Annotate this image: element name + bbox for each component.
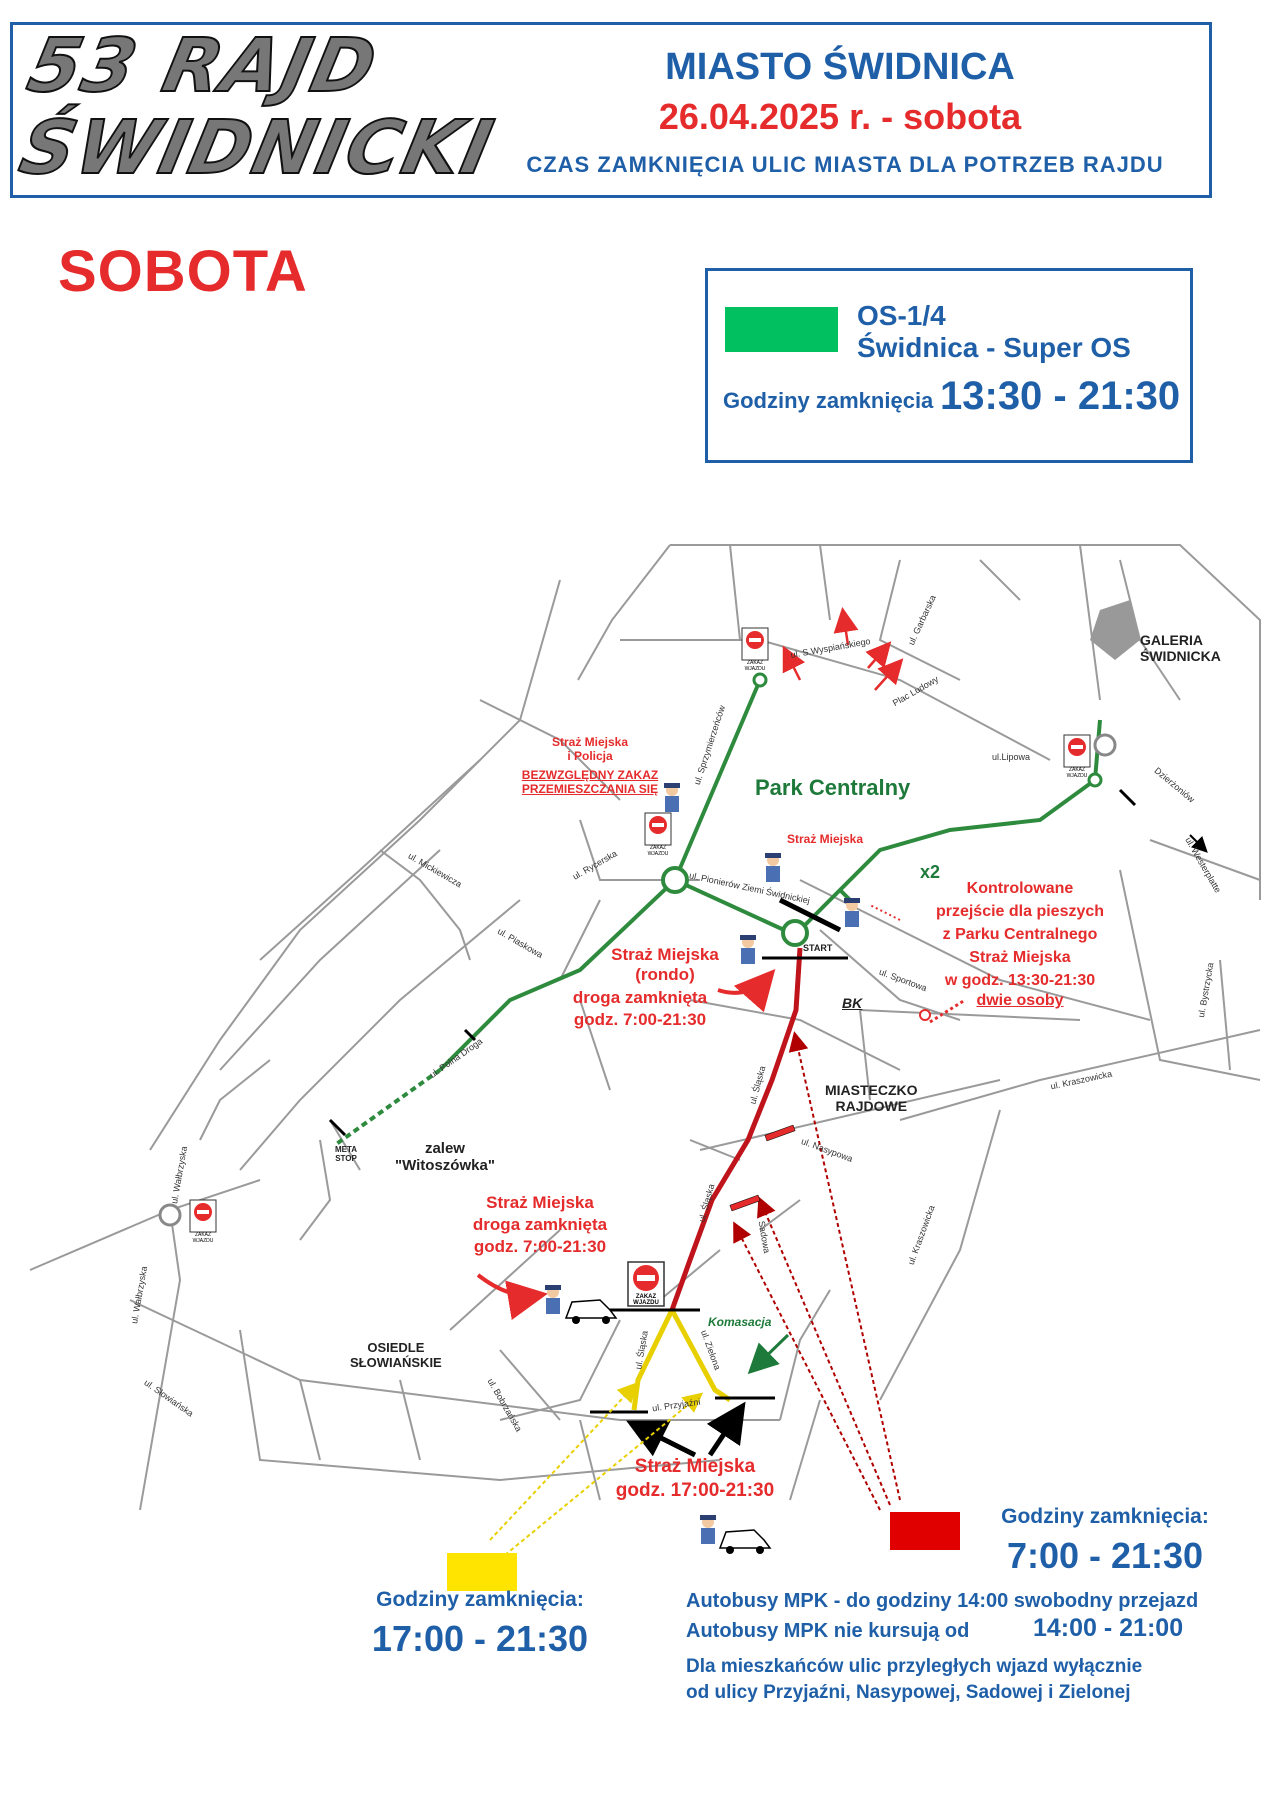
legend-hours: 13:30 - 21:30 <box>940 374 1181 418</box>
residents-line2: od ulicy Przyjaźni, Nasypowej, Sadowej i… <box>686 1682 1131 1703</box>
red-arrow-rondo <box>717 968 776 1013</box>
legend-stage: OS-1/4 <box>857 300 946 331</box>
route-node-north <box>752 672 768 688</box>
red-arrow-south <box>476 1273 548 1320</box>
header-box <box>10 22 1212 198</box>
bus-line1: Autobusy MPK - do godziny 14:00 swobodny… <box>686 1590 1199 1612</box>
closure-bars <box>328 897 848 1414</box>
label-zalew: zalew "Witoszówka" <box>395 1140 495 1174</box>
roundabout-walbrzyska <box>158 1203 182 1227</box>
police-officer-icon <box>700 1515 716 1544</box>
pedestrian-crossing-dots <box>869 904 901 921</box>
label-bk: BK <box>842 995 863 1011</box>
pedestrian-point-icon <box>919 1009 931 1021</box>
note-komasacja: Komasacja <box>708 1315 772 1329</box>
sign-text: ZAKAZ WJAZDU <box>192 1232 214 1244</box>
note-dwie-osoby: dwie osoby <box>976 992 1064 1009</box>
note-straz-yellow: Straż Miejska godz. 17:00-21:30 <box>615 1456 775 1501</box>
arrow-dzierzoniow <box>1189 834 1208 853</box>
black-arrow-left <box>626 1420 697 1458</box>
green-route-dashed <box>333 1068 442 1147</box>
sign-text: ZAKAZ WJAZDU <box>633 1294 659 1306</box>
police-officer-icon <box>664 783 680 812</box>
red-hours: 7:00 - 21:30 <box>1006 1535 1204 1576</box>
note-droga-zamknieta: droga zamknięta godz. 7:00-21:30 <box>572 988 708 1029</box>
red-arrows-north <box>782 607 904 691</box>
roundabout-start <box>781 919 809 947</box>
police-officer-icon <box>844 898 860 927</box>
legend-green-swatch <box>725 307 838 352</box>
note-straz-top: Straż Miejska <box>786 832 864 846</box>
residents-line1: Dla mieszkańców ulic przyległych wjazd w… <box>686 1656 1143 1677</box>
note-straz-south: Straż Miejska droga zamknięta godz. 7:00… <box>472 1193 608 1256</box>
label-galeria: GALERIA ŚWIDNICKA <box>1140 632 1221 664</box>
no-entry-sign-icon <box>627 1261 665 1307</box>
label-start: START <box>803 943 833 953</box>
no-entry-sign-icon <box>644 812 672 846</box>
label-park: Park Centralny <box>755 775 911 800</box>
komasacja-arrow <box>747 1333 790 1375</box>
red-legend-swatch <box>890 1512 960 1550</box>
red-hours-label: Godziny zamknięcia: <box>1001 1505 1209 1528</box>
bus-line2-hours: 14:00 - 21:00 <box>1033 1614 1184 1642</box>
legend-box <box>705 268 1193 463</box>
red-route <box>669 947 803 1311</box>
no-entry-sign-icon <box>741 627 769 661</box>
bus-line2: Autobusy MPK nie kursują od <box>686 1620 970 1642</box>
note-straz-rondo: Straż Miejska (rondo) <box>611 945 719 984</box>
label-osiedle: OSIEDLE SŁOWIAŃSKIE <box>350 1340 442 1370</box>
sign-text: ZAKAZ WJAZDU <box>1066 767 1088 779</box>
street-network <box>29 544 1261 1511</box>
black-arrow-right <box>706 1401 746 1457</box>
car-icon <box>564 1299 618 1324</box>
roundabout-galeria <box>1093 733 1117 757</box>
pedestrian-path-dots <box>929 998 966 1024</box>
street-lipowa: ul.Lipowa <box>992 752 1031 762</box>
yellow-hours: 17:00 - 21:30 <box>371 1618 589 1659</box>
yellow-hours-label: Godziny zamknięcia: <box>376 1588 584 1611</box>
roundabout-pionierow <box>661 866 689 894</box>
galeria-building-icon <box>1090 600 1140 660</box>
yellow-dashed-pointers <box>489 1382 704 1556</box>
sign-text: ZAKAZ WJAZDU <box>647 845 669 857</box>
header-date: 26.04.2025 r. - sobota <box>658 96 1022 137</box>
police-officer-icon <box>765 853 781 882</box>
legend-hours-label: Godziny zamknięcia <box>723 388 934 413</box>
police-officer-icon <box>740 935 756 964</box>
legend-stage-name: Świdnica - Super OS <box>857 332 1131 363</box>
route-node-east <box>1087 772 1103 788</box>
label-miasteczko: MIASTECZKO RAJDOWE <box>825 1082 918 1114</box>
note-kontrolowane: Kontrolowane przejście dla pieszych z Pa… <box>935 880 1105 989</box>
sign-text: ZAKAZ WJAZDU <box>744 660 766 672</box>
header-city: MIASTO ŚWIDNICA <box>665 46 1015 88</box>
label-meta: META STOP <box>335 1145 358 1163</box>
note-zakaz: BEZWZGLĘDNY ZAKAZ PRZEMIESZCZANIA SIĘ <box>521 768 659 796</box>
barrier-dzierzoniow <box>1118 788 1137 807</box>
day-label: SOBOTA <box>58 239 308 304</box>
car-icon <box>718 1529 772 1554</box>
police-officer-icon <box>545 1285 561 1314</box>
label-x2: x2 <box>920 862 941 882</box>
no-entry-sign-icon <box>189 1199 217 1233</box>
header-subtitle: CZAS ZAMKNIĘCIA ULIC MIASTA DLA POTRZEB … <box>526 152 1164 177</box>
red-dashed-pointers <box>733 1031 901 1511</box>
note-straz-policja: Straż Miejska i Policja <box>551 735 629 763</box>
yellow-legend-swatch <box>447 1553 517 1591</box>
no-entry-sign-icon <box>1063 734 1091 768</box>
barrier-icons <box>729 1124 796 1212</box>
